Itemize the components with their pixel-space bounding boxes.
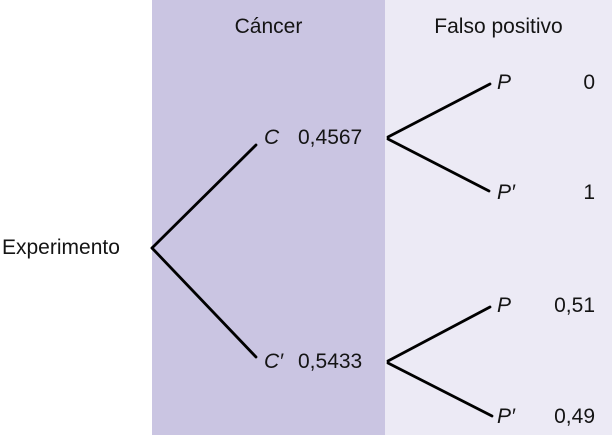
node-c-symbol: C — [264, 126, 280, 149]
branch-line-root-to-c-prime — [150, 246, 258, 359]
node-c-prime-probability: 0,5433 — [298, 350, 363, 373]
node-c-p-prime-symbol: P′ — [497, 181, 515, 204]
node-c-prime-symbol: C′ — [264, 350, 284, 373]
branch-line-c-to-p-prime — [386, 137, 491, 193]
root-node-label: Experimento — [2, 236, 120, 259]
node-c-prime-p-prime-probability: 0,49 — [554, 405, 595, 428]
column-header-cancer: Cáncer — [234, 15, 303, 38]
branch-line-root-to-c — [150, 143, 258, 250]
column-header-falso-positivo: Falso positivo — [434, 15, 563, 38]
branch-line-c-to-p — [386, 82, 492, 139]
node-c-prime-p-symbol: P — [497, 294, 512, 317]
node-c-p-prime-probability: 1 — [583, 181, 595, 204]
falso-positivo-column-band — [385, 0, 612, 435]
node-c-prime-p-probability: 0,51 — [554, 294, 595, 317]
branch-line-c-prime-to-p-prime — [386, 361, 494, 418]
branch-line-c-prime-to-p — [386, 305, 492, 363]
node-c-p-symbol: P — [497, 71, 512, 94]
node-c-probability: 0,4567 — [298, 126, 363, 149]
node-c-prime-p-prime-symbol: P′ — [497, 405, 515, 428]
node-c-p-probability: 0 — [583, 71, 595, 94]
cancer-column-band — [152, 0, 385, 435]
